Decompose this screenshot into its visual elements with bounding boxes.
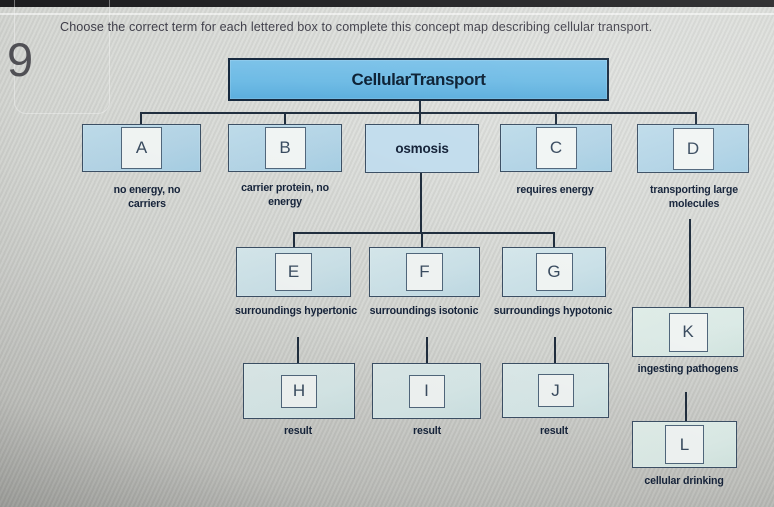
- connector-drop-c: [555, 112, 557, 125]
- connector-stem-h: [297, 337, 299, 363]
- answer-slot-j[interactable]: J: [537, 374, 574, 407]
- answer-box-j: J: [502, 363, 609, 418]
- caption-d: transporting large molecules: [650, 184, 738, 210]
- caption-c: requires energy: [516, 184, 594, 196]
- answer-box-d: D: [637, 124, 749, 173]
- root-box-label: CellularTransport: [351, 69, 486, 89]
- caption-b: carrier protein, no energy: [241, 182, 329, 208]
- answer-slot-d[interactable]: D: [672, 127, 714, 170]
- answer-slot-a[interactable]: A: [121, 127, 162, 169]
- osmosis-box: osmosis: [365, 124, 479, 173]
- connector-stem-l: [685, 392, 687, 421]
- osmosis-label: osmosis: [395, 141, 449, 156]
- question-prompt: Choose the correct term for each lettere…: [60, 20, 653, 34]
- caption-a: no energy, no carriers: [113, 184, 181, 210]
- root-box-cellular-transport: CellularTransport: [228, 58, 609, 101]
- connector-osmosis-stem: [420, 172, 422, 233]
- answer-box-e: E: [236, 247, 351, 297]
- connector-level2-horizontal: [293, 232, 555, 234]
- answer-slot-e[interactable]: E: [275, 253, 312, 291]
- connector-drop-f: [421, 232, 423, 248]
- answer-box-g: G: [502, 247, 606, 297]
- answer-box-c: C: [500, 124, 612, 172]
- caption-f: surroundings isotonic: [369, 305, 479, 317]
- answer-box-b: B: [228, 124, 342, 172]
- connector-stem-k: [689, 219, 691, 307]
- question-number: 9: [7, 33, 33, 86]
- connector-drop-e: [293, 232, 295, 248]
- answer-slot-k[interactable]: K: [668, 312, 708, 352]
- connector-stem-i: [426, 337, 428, 363]
- screen-top-bar: [0, 0, 774, 7]
- answer-box-l: L: [632, 421, 737, 468]
- connector-drop-a: [140, 112, 142, 125]
- answer-slot-i[interactable]: I: [408, 374, 445, 408]
- answer-box-h: H: [243, 363, 355, 419]
- answer-slot-l[interactable]: L: [665, 425, 704, 464]
- connector-root-stem: [419, 101, 421, 114]
- caption-k: ingesting pathogens: [637, 363, 739, 375]
- answer-box-i: I: [372, 363, 481, 419]
- screen-glare-line: [0, 13, 774, 15]
- caption-h: result: [284, 425, 312, 437]
- connector-level1-horizontal: [140, 112, 697, 114]
- caption-i: result: [413, 425, 441, 437]
- answer-slot-b[interactable]: B: [264, 127, 306, 169]
- connector-drop-osmosis: [419, 112, 421, 125]
- connector-drop-g: [553, 232, 555, 248]
- answer-slot-g[interactable]: G: [535, 253, 573, 291]
- caption-l: cellular drinking: [644, 475, 724, 487]
- connector-drop-d: [695, 112, 697, 125]
- caption-g: surroundings hypotonic: [493, 305, 613, 317]
- answer-box-a: A: [82, 124, 201, 172]
- answer-slot-c[interactable]: C: [535, 127, 577, 169]
- question-card-outline: [14, 0, 110, 114]
- answer-slot-h[interactable]: H: [281, 374, 317, 408]
- connector-stem-j: [554, 337, 556, 363]
- connector-drop-b: [284, 112, 286, 125]
- caption-j: result: [540, 425, 568, 437]
- answer-box-k: K: [632, 307, 744, 357]
- answer-box-f: F: [369, 247, 480, 297]
- caption-e: surroundings hypertonic: [235, 305, 357, 317]
- answer-slot-f[interactable]: F: [406, 253, 443, 291]
